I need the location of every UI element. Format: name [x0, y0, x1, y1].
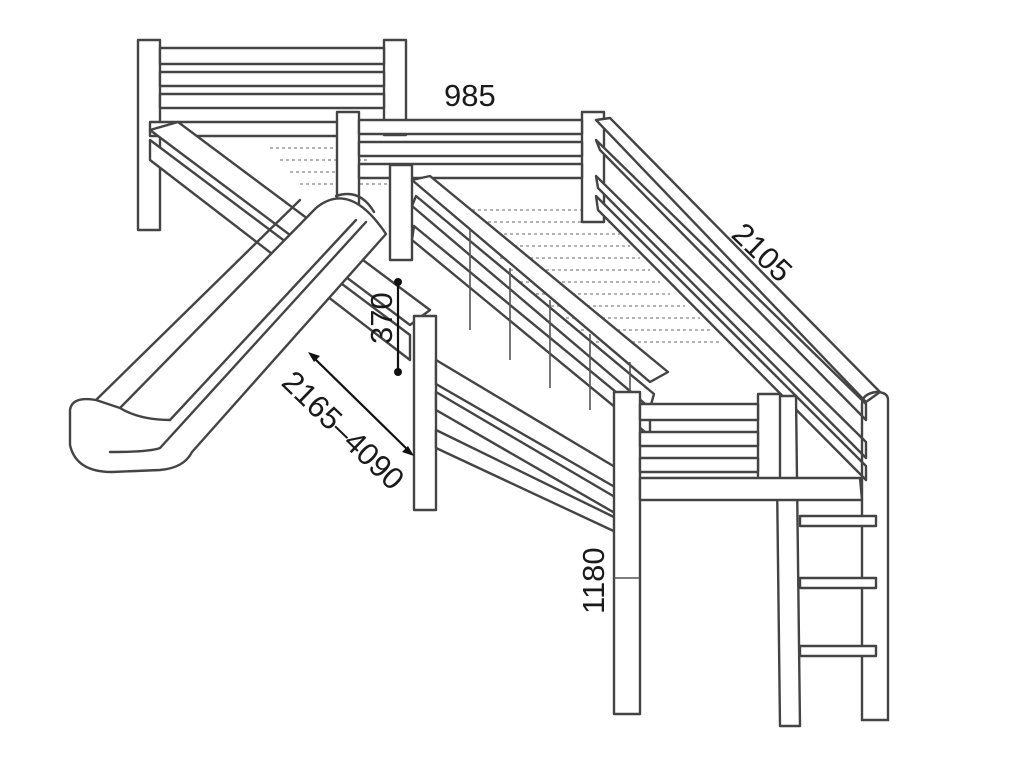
long-guard-rail: [594, 116, 890, 722]
width-dimension-label: 985: [444, 78, 496, 113]
front-under-frame: [412, 314, 622, 536]
rear-headboard: [136, 38, 408, 232]
platform-gap-dimension-label: 370: [364, 292, 399, 344]
slide-range-dimension-label: 2165–4090: [275, 364, 411, 497]
dimension-370: [394, 278, 402, 376]
dimension-slide-range: [308, 352, 414, 456]
height-dimension-label: 1180: [576, 547, 611, 614]
front-end-frame: [612, 390, 864, 716]
front-inner-guard: [388, 163, 670, 440]
front-guard-frame: [335, 110, 606, 224]
slide: [68, 192, 388, 474]
slatted-base-hidden: [270, 147, 720, 343]
